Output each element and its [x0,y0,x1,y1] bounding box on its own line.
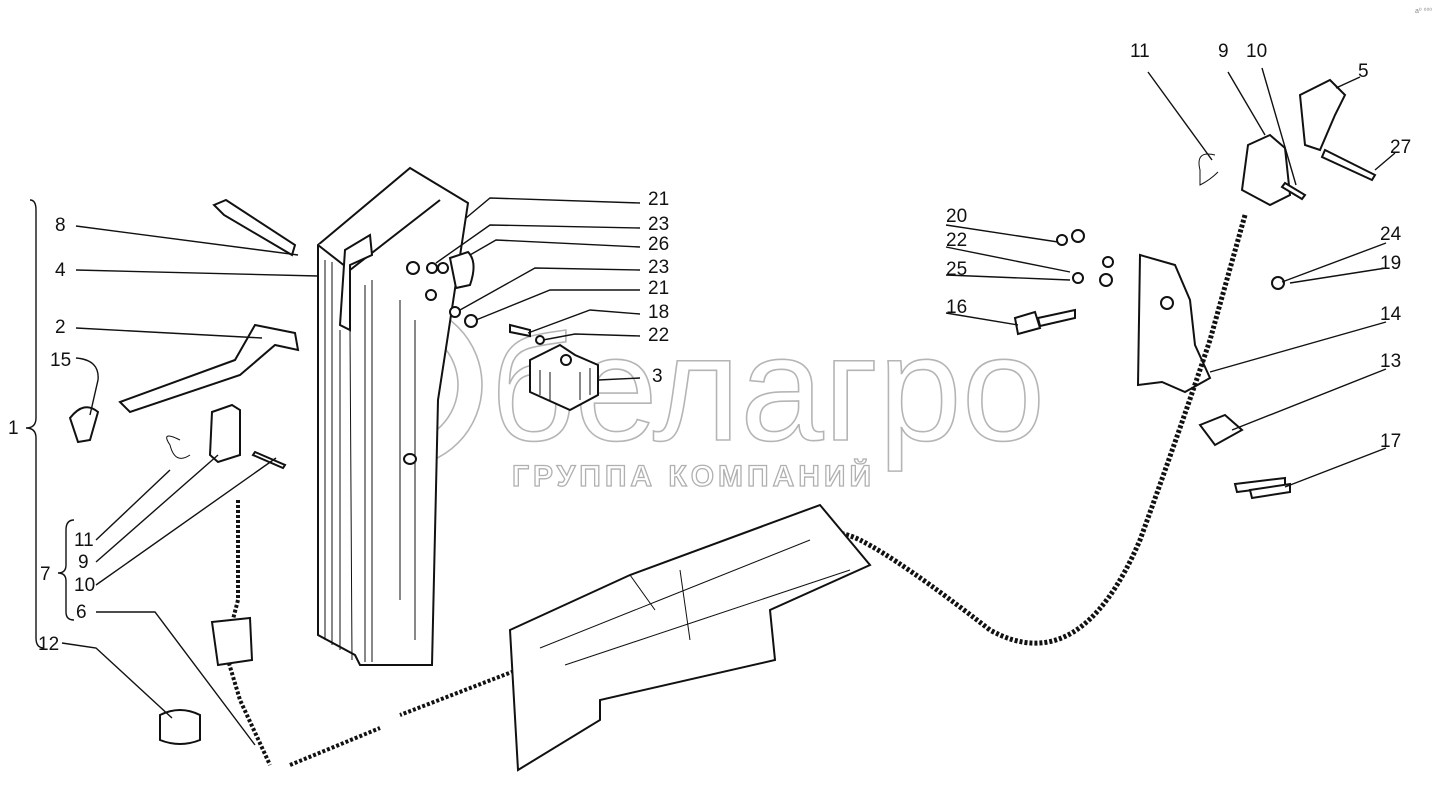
callout-13: 13 [1380,351,1401,372]
callout-9: 9 [1218,41,1229,62]
callout-6: 6 [76,602,87,623]
leader-lines [25,67,1396,746]
callout-7: 7 [40,564,51,585]
callout-27: 27 [1390,137,1411,158]
callout-22: 22 [946,230,967,251]
callout-19: 19 [1380,253,1401,274]
callouts-right: 11 9 10 5 27 20 22 25 16 24 19 14 13 17 [946,41,1411,452]
lever-arm-part [68,323,300,470]
callout-26: 26 [648,234,669,255]
corner-mark: a⁰ ⁰⁰⁰ [1415,7,1432,15]
right-assembly-parts [1013,78,1377,500]
callout-21: 21 [648,189,669,210]
callout-2: 2 [55,317,66,338]
callout-23: 23 [648,214,669,235]
pin-part [212,198,297,257]
callouts-left: 8 4 2 15 1 11 9 7 10 6 12 [8,215,95,655]
callout-11: 11 [1130,41,1150,62]
callout-24: 24 [1380,224,1402,245]
callout-15: 15 [50,350,71,371]
clamp-part [208,403,241,464]
knob-part [68,406,100,444]
callout-4: 4 [55,260,66,281]
callout-22: 22 [648,325,669,346]
callout-1: 1 [8,418,19,439]
callout-18: 18 [648,302,669,323]
callout-12: 12 [38,634,59,655]
callout-16: 16 [946,297,967,318]
callout-25: 25 [946,259,967,280]
callout-9: 9 [78,552,89,573]
callout-17: 17 [1380,431,1401,452]
callout-3: 3 [652,366,663,387]
bracket-part [509,323,599,412]
callout-21: 21 [648,278,669,299]
callout-5: 5 [1358,61,1369,82]
callout-10: 10 [74,575,95,596]
callout-14: 14 [1380,304,1402,325]
watermark-subtitle: ГРУППА КОМПАНИЙ [512,459,875,493]
callout-20: 20 [946,206,967,227]
grommet-part [159,709,201,745]
callout-10: 10 [1246,41,1267,62]
lever-housing-part [317,166,478,666]
callout-23: 23 [648,257,669,278]
callout-11: 11 [74,530,94,551]
callouts-center: 21 23 26 23 21 18 22 3 [648,189,669,387]
callout-8: 8 [55,215,66,236]
floor-panel-part [508,503,872,772]
